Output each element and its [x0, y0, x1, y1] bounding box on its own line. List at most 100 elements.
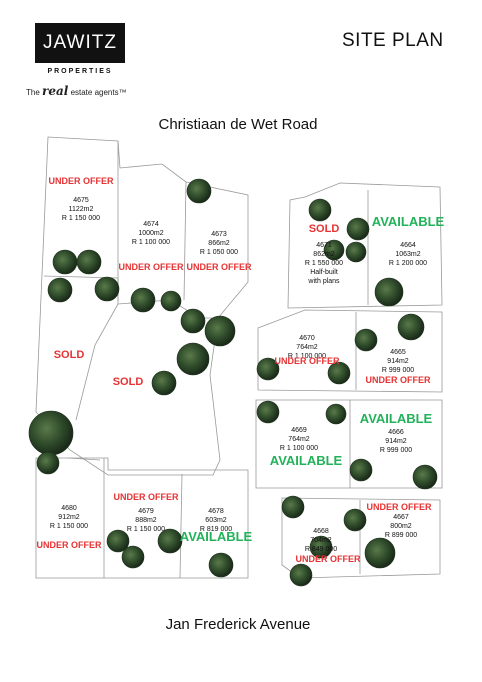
stand-info-line: R 1 150 000 — [50, 523, 88, 530]
stand-info-line: R 999 000 — [382, 367, 414, 374]
tree-icon — [397, 313, 425, 341]
stand-info-line: 4671 — [316, 242, 332, 249]
stand-info-line: 4665 — [390, 349, 406, 356]
stand-info-line: 912m2 — [58, 514, 80, 521]
status-badge: SOLD — [309, 223, 340, 235]
stand-info-line: 866m2 — [208, 240, 230, 247]
tree-icon — [52, 249, 78, 275]
status-badge: UNDER OFFER — [37, 540, 103, 550]
stand-info-line: 888m2 — [135, 517, 157, 524]
status-badge: AVAILABLE — [372, 214, 445, 229]
status-badge: SOLD — [113, 376, 144, 388]
stand-info-line: 1000m2 — [138, 230, 163, 237]
tree-icon — [289, 563, 313, 587]
tree-icon — [374, 277, 404, 307]
stand-info-line: 4666 — [388, 429, 404, 436]
logo-subtitle: PROPERTIES — [47, 68, 113, 75]
status-badge: UNDER OFFER — [296, 554, 362, 564]
tree-icon — [151, 370, 177, 396]
tree-icon — [323, 239, 345, 261]
tagline-real: real — [42, 84, 69, 98]
stand-info-line: R 1 100 000 — [288, 353, 326, 360]
stand-info-line: R 819 000 — [200, 526, 232, 533]
stand-info-line: 4679 — [138, 508, 154, 515]
stand-info-line: Half-built — [310, 269, 338, 276]
stand-info-line: R 1 200 000 — [389, 260, 427, 267]
status-badge: UNDER OFFER — [275, 356, 341, 366]
tree-icon — [327, 361, 351, 385]
status-badge: AVAILABLE — [180, 529, 253, 544]
stand-info-line: 4674 — [143, 221, 159, 228]
tree-icon — [94, 276, 120, 302]
tree-icon — [160, 290, 182, 312]
tree-icon — [256, 400, 280, 424]
stand-info-line: 4669 — [291, 427, 307, 434]
stand-info-line: 4667 — [393, 514, 409, 521]
stand-info-line: 764m2 — [288, 436, 310, 443]
status-badge: UNDER OFFER — [366, 375, 432, 385]
tree-icon — [47, 277, 73, 303]
tree-icon — [106, 529, 130, 553]
status-badge: UNDER OFFER — [49, 176, 115, 186]
stand-info-line: 914m2 — [385, 438, 407, 445]
stand-info-line: 914m2 — [387, 358, 409, 365]
tree-icon — [364, 537, 396, 569]
stand-info-line: 4678 — [208, 508, 224, 515]
road-top-label: Christiaan de Wet Road — [158, 116, 318, 133]
tree-icon — [204, 315, 236, 347]
status-badge: AVAILABLE — [270, 453, 343, 468]
tree-icon — [308, 198, 332, 222]
stand-info-line: 764m2 — [296, 344, 318, 351]
tagline-pre: The — [26, 88, 40, 97]
tree-icon — [346, 217, 370, 241]
tree-icon — [130, 287, 156, 313]
status-badge: UNDER OFFER — [187, 262, 253, 272]
tree-icon — [36, 451, 60, 475]
page-title: SITE PLAN — [342, 30, 444, 51]
stand-info-line: R 1 550 000 — [305, 260, 343, 267]
trees — [28, 178, 438, 587]
status-badge: UNDER OFFER — [367, 502, 433, 512]
tree-icon — [354, 328, 378, 352]
tree-icon — [281, 495, 305, 519]
stand-info-line: 4664 — [400, 242, 416, 249]
stand-info-line: 1122m2 — [69, 206, 94, 213]
tree-icon — [180, 308, 206, 334]
tree-icon — [186, 178, 212, 204]
stand-info-line: R 1 050 000 — [200, 249, 238, 256]
stand-info-line: R 899 000 — [385, 532, 417, 539]
road-bottom-label: Jan Frederick Avenue — [165, 616, 311, 633]
tree-icon — [412, 464, 438, 490]
stand-info-line: R 1 100 000 — [132, 239, 170, 246]
tagline: The real estate agents™ — [26, 84, 146, 98]
stand-info-line: R 1 150 000 — [62, 215, 100, 222]
tree-icon — [325, 403, 347, 425]
stand-info-line: 862m2 — [313, 251, 335, 258]
tree-icon — [349, 458, 373, 482]
stand-info-line: R 849 000 — [305, 546, 337, 553]
tree-icon — [343, 508, 367, 532]
status-badge: UNDER OFFER — [119, 262, 185, 272]
logo-text: JAWITZ — [43, 32, 117, 53]
status-badge: AVAILABLE — [360, 411, 433, 426]
tree-icon — [76, 249, 102, 275]
stand-info-line: R 999 000 — [380, 447, 412, 454]
tree-icon — [28, 410, 74, 456]
stand-info-line: 4670 — [299, 335, 315, 342]
stand-info-line: 4675 — [73, 197, 89, 204]
stand-info-line: 1063m2 — [395, 251, 420, 258]
tree-icon — [121, 545, 145, 569]
tree-icon — [309, 535, 333, 559]
stand-info-line: 4668 — [313, 528, 329, 535]
stand-info-line: 603m2 — [205, 517, 227, 524]
stand-info-line: 4680 — [61, 505, 77, 512]
tagline-post: estate agents™ — [70, 88, 127, 97]
tree-icon — [157, 528, 183, 554]
stand-info-line: 800m2 — [390, 523, 412, 530]
stand-info-line: R 1 100 000 — [280, 445, 318, 452]
tree-icon — [256, 357, 280, 381]
status-badge: SOLD — [54, 349, 85, 361]
stand-info-line: 4673 — [211, 231, 227, 238]
